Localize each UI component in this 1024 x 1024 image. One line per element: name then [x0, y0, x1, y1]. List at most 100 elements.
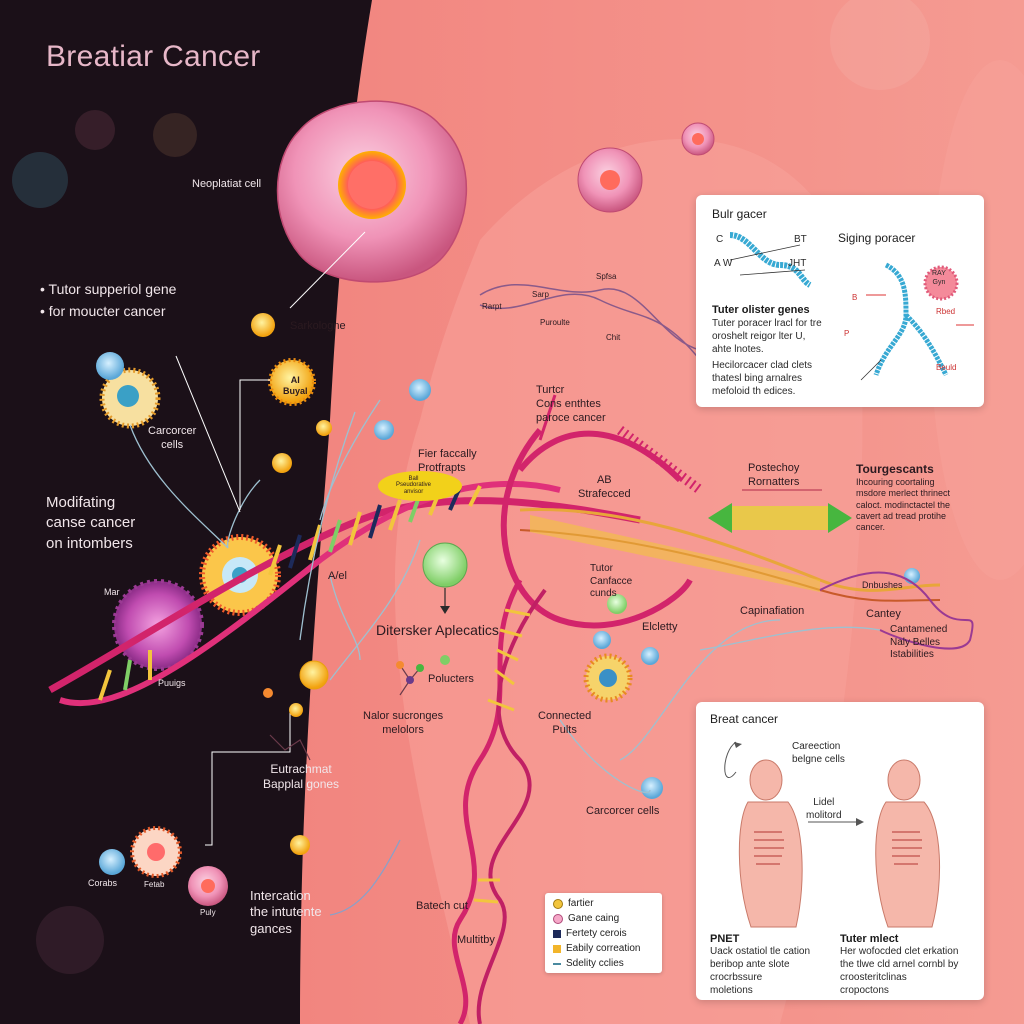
- bokeh-particle: [12, 152, 68, 208]
- label-rarpt: Rarpt: [482, 302, 502, 311]
- panel-top-dna-illustration: [729, 232, 812, 288]
- panel-top-bt: BT: [794, 234, 807, 245]
- label-neoplastic-cell: Neoplatiat cell: [192, 178, 262, 190]
- panel-top-rbed: Rbed: [936, 307, 956, 316]
- virus-cell: [96, 352, 124, 380]
- label-puly: Puly: [200, 908, 216, 917]
- label-multiby: Multitby: [457, 934, 495, 946]
- label-nalor-sucronges: Nalor sucronges melolors: [363, 710, 444, 736]
- molecule-node: [396, 661, 404, 669]
- panel-bottom-lidel: Lidel molitord: [806, 797, 842, 821]
- dna-rungs: [98, 485, 482, 701]
- panel-top-body2: Hecilorcacer clad clets thatesl bing arn…: [712, 360, 813, 397]
- small-yellow-cell: [272, 453, 292, 473]
- bokeh-particle: [153, 113, 197, 157]
- legend-item: Eabily correation: [553, 943, 640, 954]
- legend-label: Eabily correation: [566, 943, 641, 954]
- small-blue-cell: [99, 849, 125, 875]
- panel-bottom-pnet-title: PNET: [710, 933, 740, 945]
- double-arrow-right-head: [828, 503, 852, 533]
- label-ball-badge: Ball Pseudorative anvisor: [396, 476, 432, 495]
- legend-swatch-circle-pink: [553, 913, 563, 924]
- yellow-helix-a: [519, 508, 941, 592]
- bottom-pink-cell-nucleus: [201, 879, 215, 893]
- label-postecting: Postechoy Rornatters: [748, 462, 800, 488]
- label-capination: Capinafiation: [740, 605, 805, 617]
- label-fier-faccally: Fier faccally Protfrapts: [418, 448, 477, 474]
- label-tourgescants-body: Ihcouring coortaling msdore merlect thri…: [856, 477, 951, 532]
- small-blue-cell: [374, 420, 394, 440]
- green-cell: [422, 542, 468, 588]
- arrow-up-magenta: [538, 394, 557, 441]
- panel-top-beuld: Beuld: [936, 363, 957, 372]
- double-arrow-shaft: [732, 506, 828, 530]
- cell-nucleus-inner: [348, 161, 396, 209]
- yellow-helix-fill: [530, 515, 820, 592]
- label-fetab: Fetab: [144, 880, 165, 889]
- ball-badge-shape: [378, 471, 462, 501]
- legend-item: Sdelity cclies: [553, 958, 624, 969]
- panel-top-p: P: [844, 329, 850, 338]
- connector-lines: [129, 399, 881, 794]
- panel-bottom-tuter-body: Her wofocded clet erkation the tlwe cld …: [840, 946, 959, 996]
- label-corabs: Corabs: [88, 878, 118, 888]
- molecule-node: [289, 703, 303, 717]
- magenta-loop: [500, 428, 693, 629]
- small-yellow-cell: [290, 835, 310, 855]
- label-sarp: Sarp: [532, 290, 549, 299]
- label-cantamened: Cantamened Naly Belles Istabilities: [890, 624, 948, 660]
- label-avel: A/el: [328, 570, 347, 582]
- faint-helix: [479, 284, 701, 351]
- green-cell-small: [607, 594, 627, 614]
- info-panel-bottom: Breat cancer Careection belgne cells Lid…: [696, 702, 984, 1000]
- label-ai-cell: AI Buyal: [283, 375, 308, 397]
- small-yellow-cell: [299, 660, 329, 690]
- panel-top-aw: A W: [714, 258, 733, 269]
- label-tutor-gene-line1: • Tutor supperiol gene: [40, 281, 177, 297]
- bokeh-particle: [36, 906, 104, 974]
- label-puuigs: Puuigs: [158, 678, 186, 688]
- legend-item: Gane caing: [553, 913, 619, 924]
- legend-swatch-circle-yellow: [553, 898, 563, 909]
- label-puroulte: Puroulte: [540, 318, 570, 327]
- panel-top-title: Bulr gacer: [712, 207, 767, 221]
- label-modifating: Modifating canse cancer on intombers: [46, 494, 136, 552]
- label-spfsa: Spfsa: [596, 272, 617, 281]
- panel-top-heading: Tuter olister genes: [712, 304, 810, 316]
- legend-label: Sdelity cclies: [566, 958, 624, 969]
- legend-item: fartier: [553, 898, 594, 909]
- label-intercation: Intercation the intutente gances: [250, 888, 322, 936]
- small-blue-cell: [409, 379, 431, 401]
- label-tutrer-cons: Turtcr Cons enthtes paroce cancer: [536, 384, 606, 424]
- magenta-arc-teeth: [617, 426, 703, 494]
- panel-top-jht: JHT: [788, 258, 807, 269]
- bokeh-particle: [830, 0, 930, 90]
- legend-swatch-square-gold: [553, 944, 561, 953]
- panel-bottom-body-illustration: [724, 741, 941, 928]
- dna-strand-a: [48, 497, 641, 694]
- vertical-helix-b: [476, 588, 547, 1024]
- molecule-node: [406, 676, 414, 684]
- label-tutor-canfacce: Tutor Canfacce cunds: [590, 563, 633, 599]
- virus-cell-core: [117, 385, 139, 407]
- panel-top-signaling-illustration: [860, 262, 974, 381]
- dna-strand-b: [59, 480, 561, 707]
- label-polucters: Polucters: [428, 673, 474, 685]
- label-ab-strafecced: AB Strafecced: [578, 474, 631, 500]
- panel-top-ray-gyn: RAY Gyn: [932, 270, 946, 287]
- label-ditersker: Ditersker Aplecatics: [376, 622, 499, 638]
- panel-top-subtitle: Siging poracer: [838, 231, 916, 245]
- tumor-cell-mid-core: [599, 669, 617, 687]
- panel-bottom-tuter-title: Tuter mlect: [840, 933, 899, 945]
- label-sarkologne: Sarkologne: [290, 320, 346, 332]
- label-elcletty: Elcletty: [642, 621, 678, 633]
- double-arrow-left-head: [708, 503, 732, 533]
- faint-helix-b: [479, 293, 701, 361]
- legend: fartier Gane caing Fertety cerois Eabily…: [545, 893, 662, 973]
- legend-label: Gane caing: [568, 913, 620, 924]
- label-comected-pults: Connected Pults: [538, 710, 592, 736]
- ai-cell: [268, 358, 316, 406]
- label-dnbushes: Dnbushes: [862, 580, 903, 590]
- label-chit: Chit: [606, 333, 621, 342]
